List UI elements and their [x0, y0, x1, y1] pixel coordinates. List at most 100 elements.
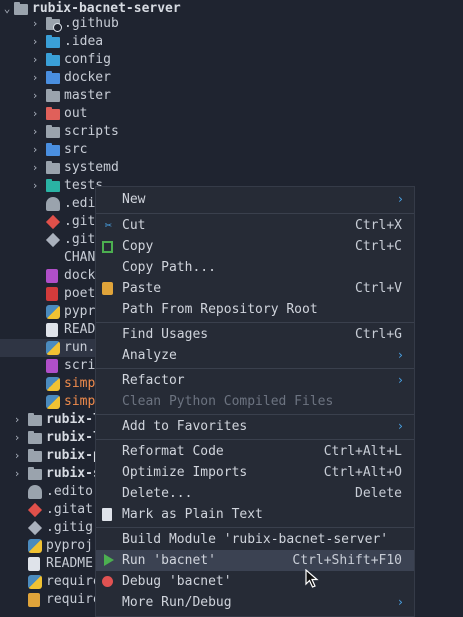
menu-shortcut: Ctrl+Shift+F10: [292, 553, 402, 568]
tree-item-label: docker: [64, 70, 111, 85]
menu-shortcut: Ctrl+G: [355, 327, 402, 342]
menu-item-paste[interactable]: Paste Ctrl+V: [96, 278, 414, 299]
menu-separator: [96, 322, 414, 323]
tree-file[interactable]: .gitl: [0, 213, 103, 231]
folder-src-icon: [46, 143, 60, 156]
tree-file[interactable]: .edito: [0, 483, 95, 501]
tree-project[interactable]: › rubix-s: [0, 465, 101, 483]
menu-item-cut[interactable]: ✂ Cut Ctrl+X: [96, 215, 414, 236]
tree-file[interactable]: .gitig: [0, 519, 95, 537]
tree-file[interactable]: CHAN: [0, 249, 95, 267]
tree-file[interactable]: .gitat: [0, 501, 95, 519]
git-ignore-icon: [45, 232, 61, 248]
chevron-right-icon[interactable]: ›: [31, 143, 39, 156]
chevron-right-icon[interactable]: ›: [31, 53, 39, 66]
menu-shortcut: Ctrl+X: [355, 218, 402, 233]
folder-icon: [28, 413, 42, 426]
menu-item-build-module[interactable]: Build Module 'rubix-bacnet-server': [96, 529, 414, 550]
chevron-right-icon[interactable]: ›: [31, 89, 39, 102]
tree-item-docker[interactable]: › docker: [0, 69, 300, 87]
tree-root[interactable]: ⌄ rubix-bacnet-server: [0, 0, 300, 18]
python-icon: [28, 575, 42, 589]
file-label: .giti: [64, 232, 104, 247]
menu-item-optimize-imports[interactable]: Optimize Imports Ctrl+Alt+O: [96, 462, 414, 483]
editorconfig-icon: [46, 197, 60, 211]
tree-project[interactable]: › rubix-l: [0, 429, 101, 447]
chevron-right-icon[interactable]: ›: [13, 467, 21, 480]
tree-file[interactable]: README: [0, 555, 95, 573]
menu-item-debug[interactable]: Debug 'bacnet': [96, 571, 414, 592]
chevron-right-icon[interactable]: ›: [31, 125, 39, 138]
menu-item-clean-python: Clean Python Compiled Files: [96, 391, 414, 412]
tree-item-master[interactable]: › master: [0, 87, 300, 105]
chevron-right-icon[interactable]: ›: [13, 449, 21, 462]
python-icon: [46, 341, 60, 355]
chevron-right-icon[interactable]: ›: [31, 161, 39, 174]
menu-separator: [96, 527, 414, 528]
chevron-right-icon[interactable]: ›: [31, 17, 39, 30]
tree-file[interactable]: dock: [0, 267, 95, 285]
menu-item-refactor[interactable]: Refactor ›: [96, 370, 414, 391]
tree-file[interactable]: require: [0, 591, 101, 609]
tree-project[interactable]: › rubix-p: [0, 447, 101, 465]
chevron-right-icon[interactable]: ›: [31, 179, 39, 192]
tree-file[interactable]: pypr: [0, 303, 95, 321]
python-icon: [46, 305, 60, 319]
chevron-right-icon[interactable]: ›: [31, 35, 39, 48]
menu-label: Path From Repository Root: [122, 302, 318, 317]
tree-file[interactable]: pyproj: [0, 537, 95, 555]
tree-file[interactable]: require: [0, 573, 101, 591]
tree-item-out[interactable]: › out: [0, 105, 300, 123]
chevron-right-icon[interactable]: ›: [31, 107, 39, 120]
tree-project[interactable]: › rubix-l: [0, 411, 101, 429]
file-label: dock: [64, 268, 96, 283]
chevron-down-icon[interactable]: ⌄: [3, 2, 11, 15]
tree-file-selected[interactable]: run.: [0, 339, 95, 357]
menu-label: Run 'bacnet': [122, 553, 216, 568]
menu-label: New: [122, 192, 146, 207]
tree-item-tests[interactable]: › tests: [0, 177, 300, 195]
tree-file[interactable]: scri: [0, 357, 95, 375]
tree-file[interactable]: simp: [0, 375, 95, 393]
menu-item-mark-plain[interactable]: Mark as Plain Text: [96, 504, 414, 525]
file-label: README: [46, 556, 93, 571]
menu-item-analyze[interactable]: Analyze ›: [96, 345, 414, 366]
tree-file[interactable]: poet: [0, 285, 95, 303]
tree-item-systemd[interactable]: › systemd: [0, 159, 300, 177]
menu-label: More Run/Debug: [122, 595, 232, 610]
tree-file[interactable]: .edi: [0, 195, 95, 213]
folder-icon: [46, 125, 60, 138]
folder-icon: [46, 89, 60, 102]
file-icon: [46, 251, 58, 265]
tree-item-scripts[interactable]: › scripts: [0, 123, 300, 141]
menu-item-copy[interactable]: Copy Ctrl+C: [96, 236, 414, 257]
chevron-right-icon[interactable]: ›: [13, 413, 21, 426]
project-label: rubix-l: [46, 430, 101, 445]
menu-item-more-run[interactable]: More Run/Debug ›: [96, 592, 414, 613]
tree-item-github[interactable]: › .github: [0, 15, 300, 33]
menu-label: Find Usages: [122, 327, 209, 342]
clipboard-icon: [102, 282, 113, 295]
tree-item-src[interactable]: › src: [0, 141, 300, 159]
tree-item-config[interactable]: › config: [0, 51, 300, 69]
chevron-right-icon[interactable]: ›: [31, 71, 39, 84]
git-ignore-icon: [27, 520, 43, 536]
menu-item-add-favorites[interactable]: Add to Favorites ›: [96, 416, 414, 437]
file-label: pyproj: [46, 538, 93, 553]
menu-item-find-usages[interactable]: Find Usages Ctrl+G: [96, 324, 414, 345]
python-icon: [28, 539, 42, 553]
tree-item-idea[interactable]: › .idea: [0, 33, 300, 51]
menu-label: Build Module 'rubix-bacnet-server': [122, 532, 389, 547]
menu-item-copy-path[interactable]: Copy Path...: [96, 257, 414, 278]
tree-file[interactable]: .giti: [0, 231, 103, 249]
menu-item-reformat[interactable]: Reformat Code Ctrl+Alt+L: [96, 441, 414, 462]
readme-icon: [46, 323, 58, 337]
menu-item-run[interactable]: Run 'bacnet' Ctrl+Shift+F10: [96, 550, 414, 571]
menu-item-path-from-root[interactable]: Path From Repository Root: [96, 299, 414, 320]
menu-item-new[interactable]: New ›: [96, 189, 414, 210]
git-file-icon: [45, 214, 61, 230]
menu-item-delete[interactable]: Delete... Delete: [96, 483, 414, 504]
tree-file[interactable]: READ: [0, 321, 95, 339]
chevron-right-icon[interactable]: ›: [13, 431, 21, 444]
tree-file[interactable]: simp: [0, 393, 95, 411]
